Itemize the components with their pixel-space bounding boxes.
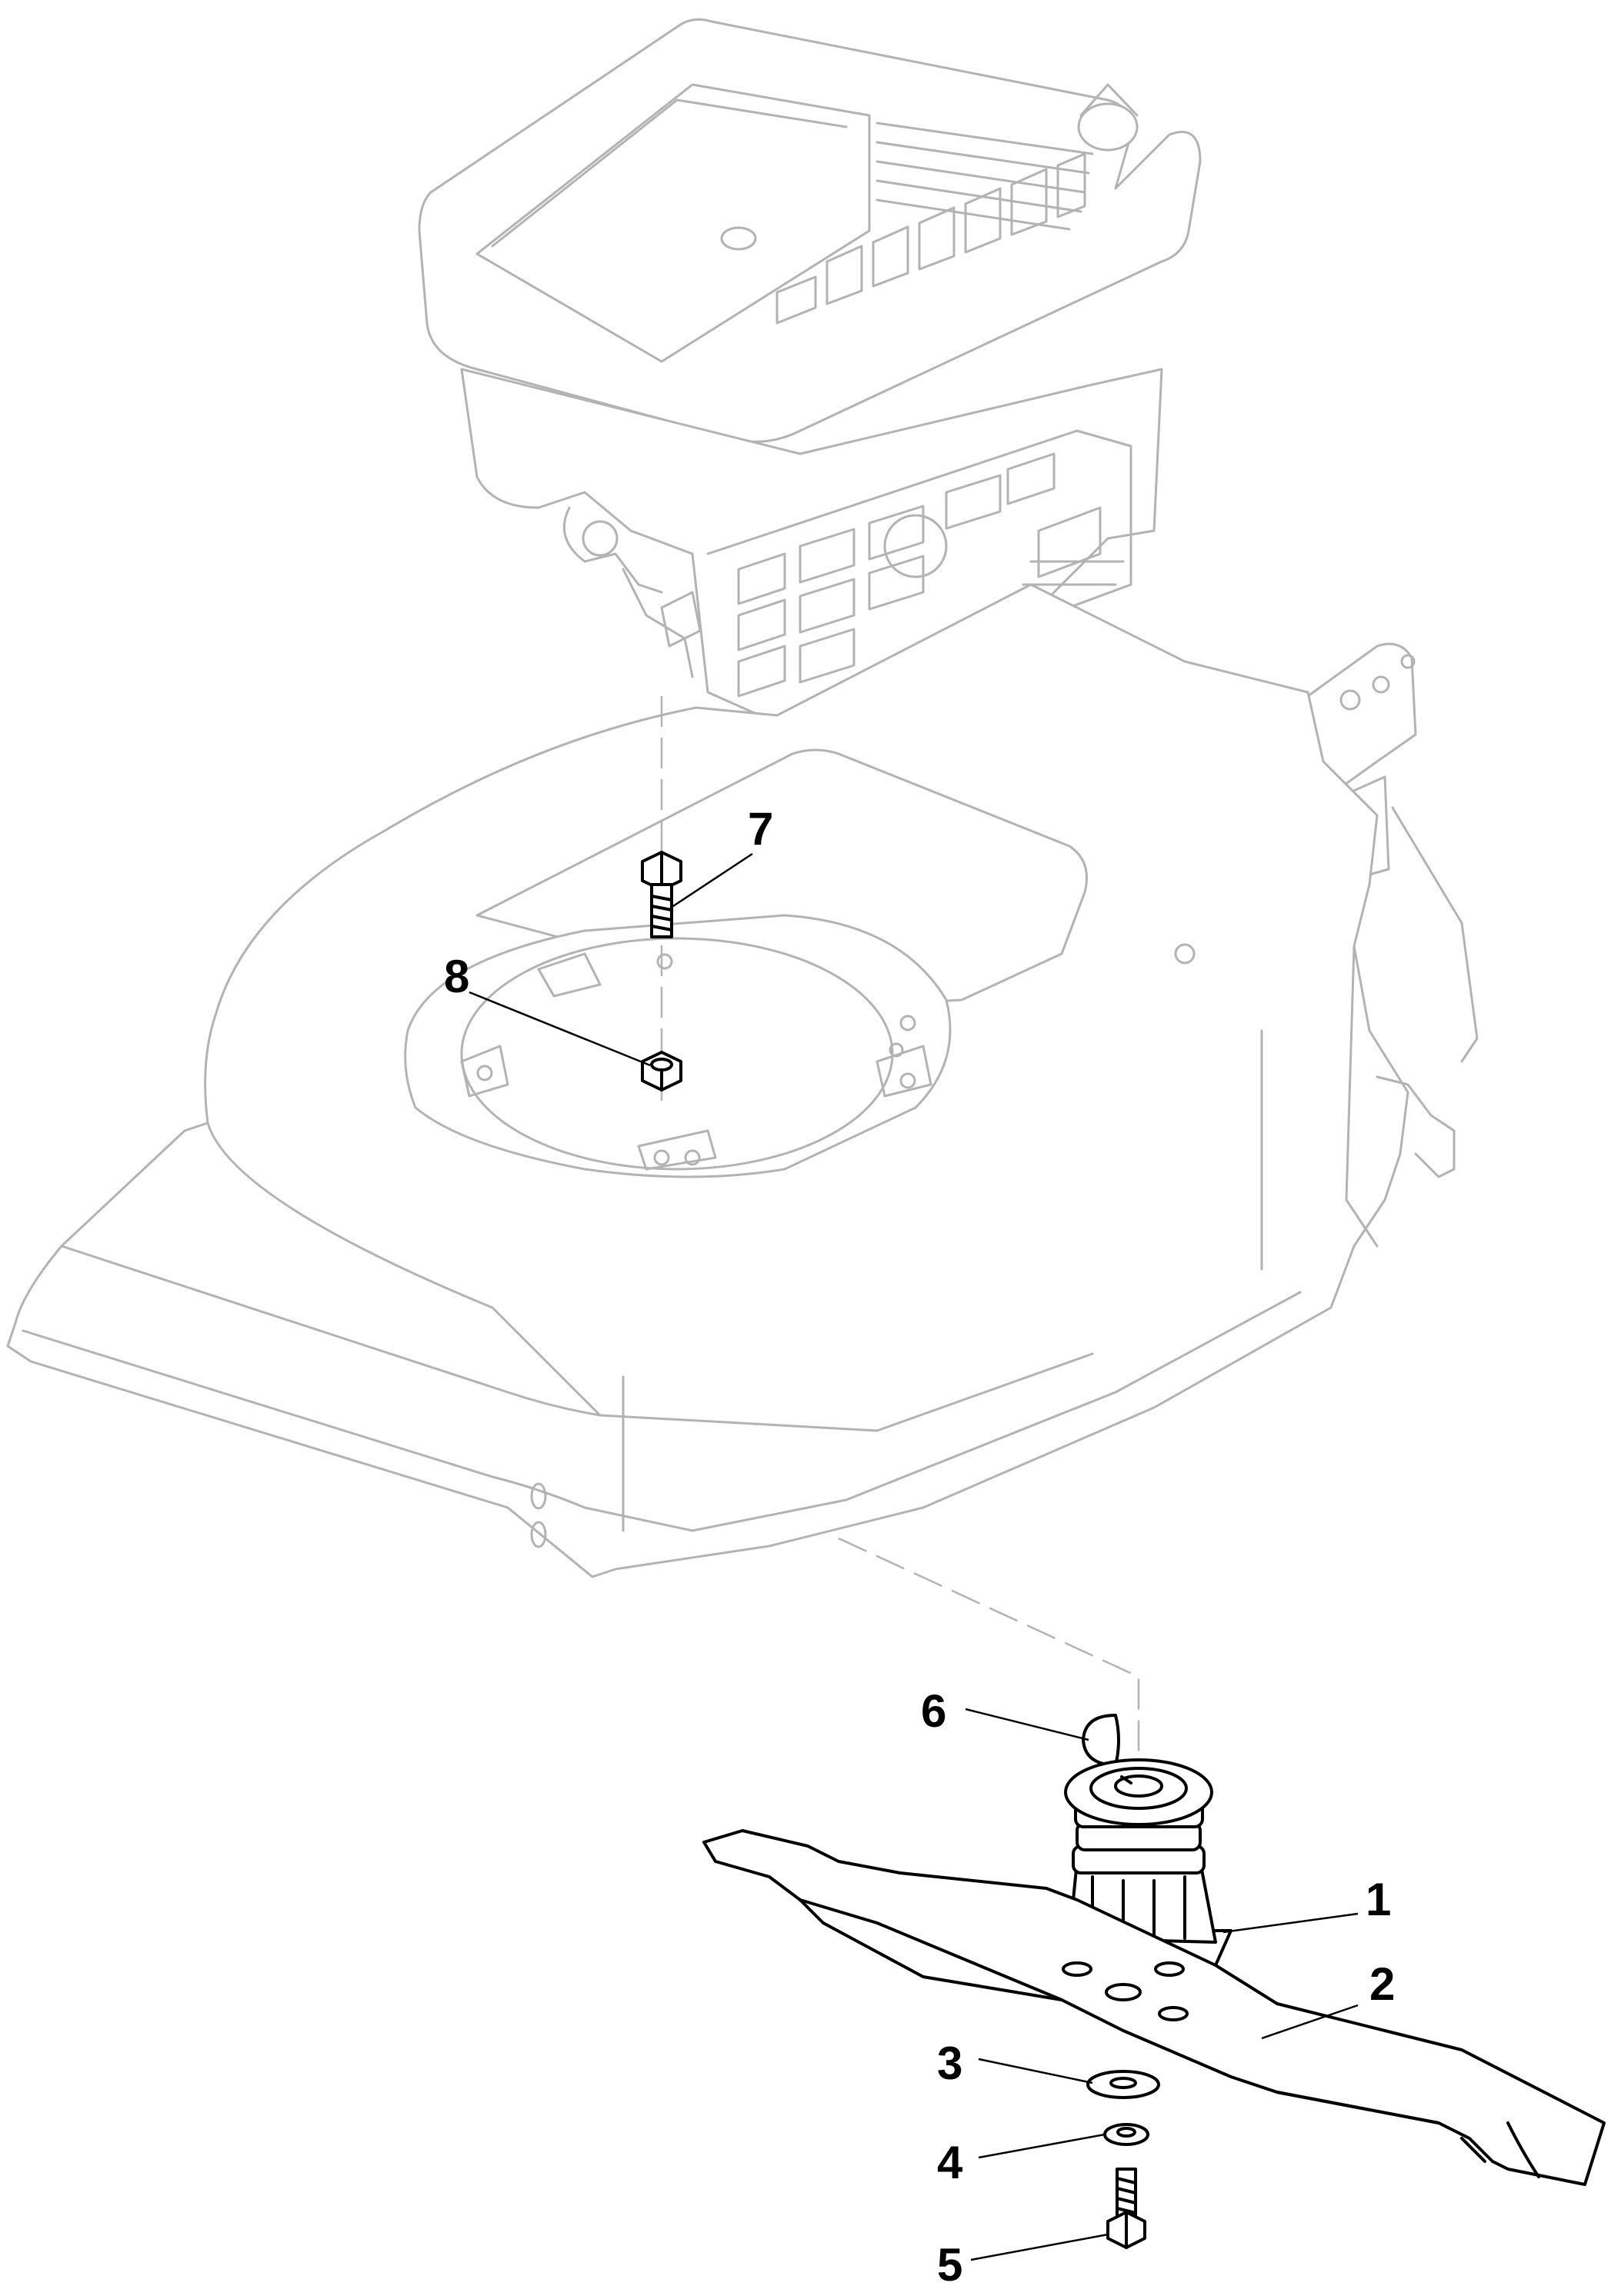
part-2-blade	[702, 1829, 1606, 2186]
callout-5: 5	[937, 2239, 962, 2291]
callout-3: 3	[937, 2038, 962, 2089]
part-7-bolt	[641, 851, 682, 938]
part-3-washer	[1086, 2070, 1160, 2099]
callout-7: 7	[748, 803, 773, 855]
leader-lines	[469, 852, 1359, 2261]
callout-4: 4	[937, 2137, 963, 2188]
callout-1: 1	[1366, 1874, 1391, 1925]
callout-labels: 7 8 6 1 2 3 4 5	[444, 803, 1395, 2291]
part-8-nut	[641, 1051, 682, 1091]
callout-6: 6	[921, 1685, 946, 1737]
part-5-blade-bolt	[1106, 2168, 1146, 2249]
part-4-lock-washer	[1103, 2123, 1149, 2146]
callout-8: 8	[444, 951, 469, 1002]
part-6-woodruff-key	[1082, 1714, 1120, 1767]
mower-deck-ghost	[6, 583, 1479, 1578]
callout-2: 2	[1369, 1958, 1395, 2010]
